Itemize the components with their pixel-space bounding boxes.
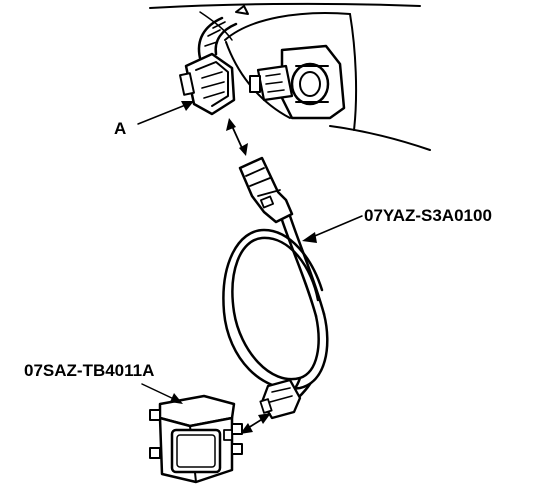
extension-harness-cable	[222, 214, 329, 400]
callout-label-a: A	[114, 119, 126, 138]
connection-arrow	[226, 118, 248, 156]
unit-connection-arrow	[240, 413, 271, 434]
callout-a-leader	[137, 101, 194, 125]
harness-plug-top	[238, 156, 294, 224]
vehicle-socket	[249, 44, 346, 120]
harness-plug-bottom	[259, 378, 302, 420]
callout-unit-leader	[141, 383, 183, 404]
callout-label-harness: 07YAZ-S3A0100	[364, 206, 492, 225]
control-unit	[149, 394, 243, 484]
callout-harness-leader	[302, 215, 363, 243]
connector-a	[179, 16, 238, 116]
callout-label-unit: 07SAZ-TB4011A	[24, 361, 154, 380]
